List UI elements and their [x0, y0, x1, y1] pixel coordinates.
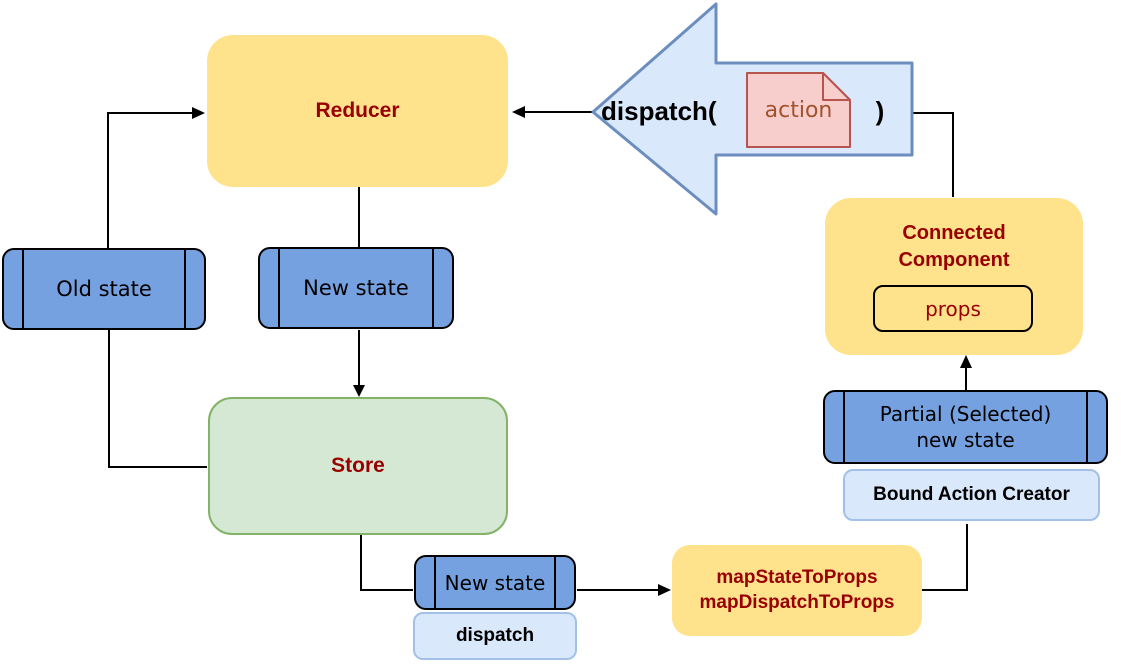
- connected-component-line2: Component: [898, 249, 1010, 271]
- arrowhead-into-store-top: [353, 385, 365, 397]
- props-box: props: [873, 285, 1033, 332]
- map-state-to-props-label: mapStateToProps: [716, 566, 878, 588]
- arrowhead-into-reducer-right: [512, 106, 525, 118]
- old-state-node: Old state: [2, 248, 206, 330]
- store-label: Store: [331, 454, 385, 477]
- partial-new-state-line2: new state: [916, 428, 1015, 452]
- edge-oldstate-to-reducer: [107, 112, 193, 248]
- connected-component-node: Connected Component: [825, 198, 1083, 355]
- bound-action-creator-label: Bound Action Creator: [873, 484, 1070, 505]
- props-label: props: [925, 296, 981, 321]
- new-state-top-label: New state: [303, 276, 409, 300]
- arrowhead-into-reducer-left: [192, 107, 205, 119]
- edge-connected-to-dispatcharrow: [913, 112, 954, 197]
- new-state-bottom-node: New state: [414, 555, 576, 610]
- bound-action-creator-node: Bound Action Creator: [843, 469, 1100, 521]
- reducer-label: Reducer: [315, 99, 400, 122]
- map-props-node: mapStateToProps mapDispatchToProps: [672, 545, 922, 636]
- dispatch-call-suffix: ): [875, 96, 885, 126]
- edge-oldstate-to-store: [108, 330, 207, 468]
- old-state-label: Old state: [56, 277, 152, 301]
- new-state-top-node: New state: [258, 247, 454, 329]
- action-document-fold-icon: [822, 72, 851, 101]
- edge-mapprops-to-boundactioncreator: [922, 524, 968, 591]
- dispatch-method-node: dispatch: [413, 612, 577, 660]
- arrowhead-into-connected-bottom: [960, 355, 972, 368]
- partial-new-state-line1: Partial (Selected): [879, 402, 1052, 426]
- arrowhead-into-mapprops: [658, 584, 671, 596]
- dispatch-method-label: dispatch: [455, 625, 535, 646]
- store-node: Store: [208, 397, 508, 535]
- edge-store-to-newstate-bottom: [360, 535, 413, 591]
- dispatch-call-prefix: dispatch(: [601, 96, 717, 126]
- reducer-node: Reducer: [207, 35, 508, 187]
- new-state-bottom-label: New state: [444, 570, 546, 595]
- map-dispatch-to-props-label: mapDispatchToProps: [699, 591, 895, 613]
- action-label: action: [764, 98, 833, 123]
- partial-new-state-node: Partial (Selected) new state: [823, 390, 1108, 464]
- connected-component-line1: Connected: [902, 222, 1006, 244]
